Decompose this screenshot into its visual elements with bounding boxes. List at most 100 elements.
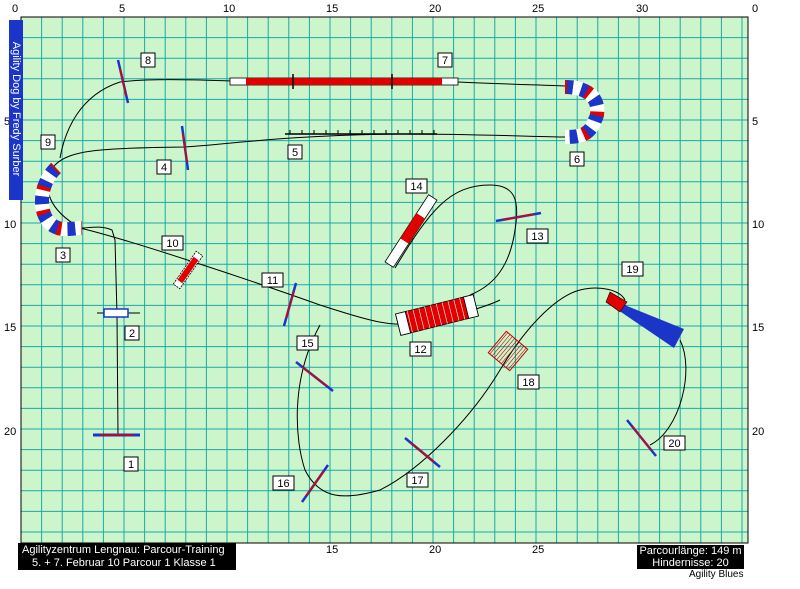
obstacle-label-box [405, 178, 428, 194]
table-hatch [498, 340, 518, 362]
obstacle-number: 18 [522, 377, 534, 389]
obstacle-label-6: 6 [569, 151, 585, 167]
tunnel-rib [406, 311, 413, 333]
obstacle-label-18: 18 [517, 374, 540, 390]
axis-top-0: 0 [12, 3, 19, 15]
jump-11 [282, 282, 298, 327]
seesaw-14 [384, 194, 438, 268]
axis-top-25: 25 [532, 3, 545, 15]
obstacle-label-12: 12 [409, 341, 432, 357]
field-border [20, 16, 749, 544]
axis-bottom-25: 25 [532, 544, 545, 556]
tunnel-rib [447, 300, 454, 323]
axis-right-15: 15 [752, 322, 765, 334]
table-18 [487, 330, 529, 372]
obstacle-number: 7 [442, 55, 448, 67]
obstacle-label-16: 16 [272, 475, 295, 491]
obstacle-label-box [569, 151, 585, 167]
obstacle-number: 17 [411, 475, 423, 487]
course-caption: Agilityzentrum Lengnau: Parcour-Training… [18, 543, 236, 570]
obstacle-label-14: 14 [405, 178, 428, 194]
obstacle-label-box [261, 272, 284, 288]
obstacle-label-box [272, 475, 295, 491]
tunnel-rib [412, 309, 419, 332]
obstacle-number: 15 [301, 338, 313, 350]
obstacle-number: 6 [574, 154, 580, 166]
jump-8 [116, 59, 130, 104]
obstacle-label-box [156, 159, 172, 175]
obstacle-label-9: 9 [40, 134, 56, 150]
obstacle-number: 13 [531, 231, 543, 243]
obstacle-label-box [517, 374, 540, 390]
axis-top-5: 5 [119, 3, 126, 15]
axis-top-15: 15 [326, 3, 339, 15]
obstacle-label-box [140, 52, 156, 68]
axis-top-10: 10 [223, 3, 236, 15]
tire-2 [97, 308, 140, 318]
jump-16 [300, 464, 330, 503]
sidebar-title: Agility Dog by Fredy Surber [9, 20, 23, 200]
table-hatch [494, 336, 513, 359]
tunnel-12 [395, 294, 479, 336]
obstacle-label-10: 10 [161, 235, 184, 251]
obstacle-number: 20 [668, 438, 680, 450]
obstacle-label-box [409, 341, 432, 357]
obstacle-number: 3 [60, 250, 66, 262]
chute-19 [605, 291, 684, 348]
obstacle-label-box [287, 144, 303, 160]
obstacle-number: 19 [626, 264, 638, 276]
axis-right-0: 0 [752, 3, 759, 15]
sidebar-title-text: Agility Dog by Fredy Surber [10, 41, 22, 177]
obstacle-number: 1 [128, 459, 134, 471]
table-hatch [505, 345, 525, 368]
axis-left-20: 20 [4, 426, 17, 438]
obstacle-number: 4 [161, 162, 167, 174]
obstacle-label-2: 2 [124, 325, 140, 341]
obstacle-label-4: 4 [156, 159, 172, 175]
field [21, 17, 748, 543]
axis-left-15: 15 [4, 322, 17, 334]
obstacle-label-box [437, 52, 453, 68]
axis-bottom-20: 20 [429, 544, 442, 556]
axis-top-30: 30 [636, 3, 649, 15]
jump-17 [404, 437, 441, 468]
tunnel-rib [453, 299, 460, 321]
obstacle-label-box [406, 472, 429, 488]
jump-20 [626, 419, 657, 457]
axis-left-5: 5 [4, 116, 11, 128]
obstacle-label-5: 5 [287, 144, 303, 160]
obstacle-label-box [161, 235, 184, 251]
obstacle-label-3: 3 [55, 247, 71, 263]
grid-lines [20, 16, 748, 543]
tunnel-3-9 [34, 162, 83, 237]
obstacle-label-8: 8 [140, 52, 156, 68]
obstacle-number: 9 [45, 137, 51, 149]
obstacle-label-11: 11 [261, 272, 284, 288]
table-hatch [503, 343, 522, 366]
tunnel-6 [564, 80, 605, 144]
course-length: Parcourlänge: 149 m [639, 545, 742, 557]
jump-13 [495, 211, 542, 223]
obstacle-label-7: 7 [437, 52, 453, 68]
obstacle-label-box [123, 456, 139, 472]
obstacle-label-1: 1 [123, 456, 139, 472]
axis-left-10: 10 [4, 219, 17, 231]
obstacle-label-20: 20 [663, 435, 686, 451]
axis-right-20: 20 [752, 426, 765, 438]
axis-top-20: 20 [429, 3, 442, 15]
obstacle-label-19: 19 [621, 261, 644, 277]
dogwalk-7 [229, 74, 459, 89]
tunnel-rib [430, 305, 437, 327]
obstacle-label-box [40, 134, 56, 150]
obstacle-label-box [124, 325, 140, 341]
table-hatch [491, 334, 511, 357]
axis-bottom-15: 15 [326, 544, 339, 556]
tunnel-rib [435, 303, 442, 326]
tunnel-rib [459, 297, 466, 320]
obstacle-number: 16 [277, 478, 289, 490]
obstacle-number: 8 [145, 55, 151, 67]
course-stats: Parcourlänge: 149 m Hindernisse: 20 [637, 545, 744, 569]
weave-poles-5 [285, 130, 437, 135]
